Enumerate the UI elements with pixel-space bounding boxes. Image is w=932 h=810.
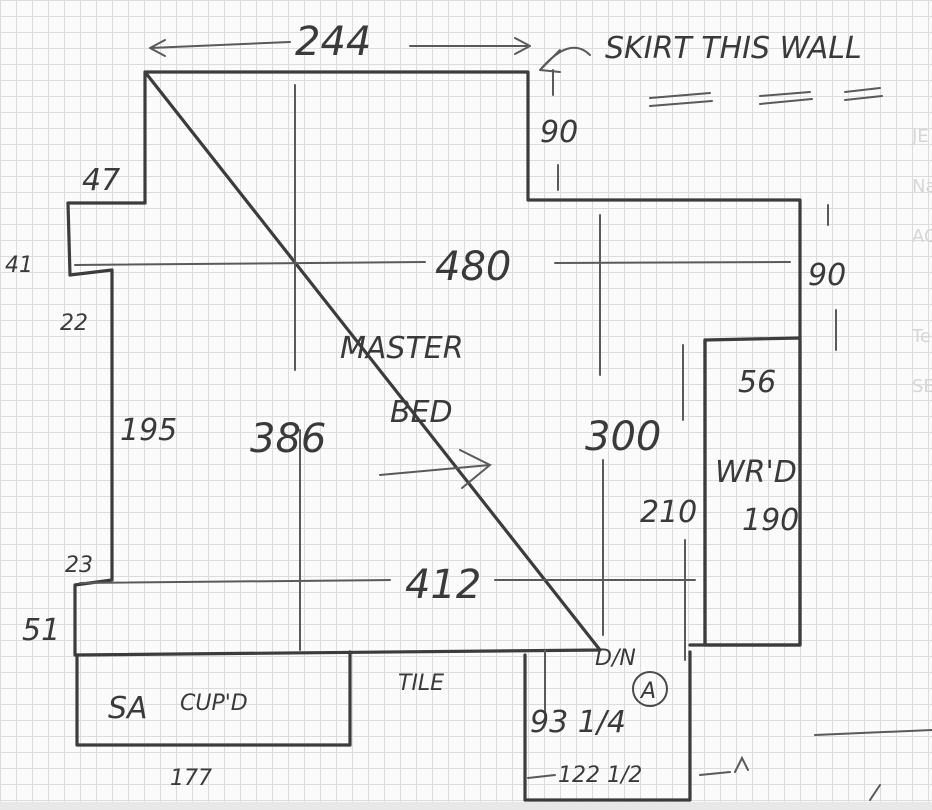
label-cupboard-width-short: SA: [108, 691, 148, 726]
circle-marker-label: A: [639, 679, 656, 704]
label-cupboard: CUP'D: [180, 691, 248, 716]
label-tile: TILE: [398, 671, 444, 696]
dim-notch: [552, 69, 559, 191]
label-room-height: 386: [250, 416, 326, 462]
dim-room-height: [294, 84, 301, 651]
label-left-corner: 23: [65, 553, 93, 578]
dim-main-width: [74, 261, 791, 266]
dim-bottom-width: [79, 579, 696, 584]
label-ensuite: 93 1/4: [530, 705, 626, 740]
label-left-stub: 47: [82, 163, 120, 198]
label-bottom-width: 412: [405, 562, 481, 608]
circle-marker: [632, 671, 668, 707]
label-inner-height: 300: [585, 414, 661, 460]
label-wardrobe: WR'D: [715, 455, 797, 490]
dim-inner-height: [599, 214, 604, 636]
label-left-height: 195: [120, 413, 177, 448]
dim-right-top: [827, 204, 837, 351]
wardrobe-outline: [703, 336, 802, 647]
label-room-name-2: BED: [390, 395, 453, 430]
ghost-letter: Na: [912, 176, 932, 197]
label-left-edge: 41: [5, 253, 33, 278]
label-right-top: 90: [808, 258, 846, 293]
label-ensuite-width: 122 1/2: [558, 763, 642, 788]
label-wardrobe-offset: 210: [640, 495, 697, 530]
ensuite-outline: [523, 650, 692, 802]
label-main-width: 480: [435, 244, 511, 290]
label-cupboard-width: 177: [170, 766, 212, 791]
ghost-letter: Te: [911, 326, 931, 347]
dim-wardrobe-offset: [682, 344, 686, 661]
note-underlines: [649, 87, 883, 107]
label-note: SKIRT THIS WALL: [605, 31, 862, 66]
label-wardrobe-height: 190: [742, 503, 799, 538]
arrow: [379, 449, 492, 489]
label-room-name-1: MASTER: [340, 331, 464, 366]
ghost-letter: AC: [912, 226, 932, 247]
label-notch-height: 90: [540, 115, 578, 150]
page-edge: [0, 802, 932, 810]
label-door: D/N: [595, 646, 636, 671]
ghost-letter: SE: [912, 376, 932, 397]
cupboard-outline: [75, 650, 352, 747]
dim-top: [149, 37, 531, 57]
note-arrow: [539, 46, 591, 73]
label-wardrobe-width: 56: [738, 365, 776, 400]
dim-ensuite: [527, 649, 749, 779]
ghost-letter: JE: [911, 126, 929, 147]
label-top-width: 244: [295, 19, 371, 65]
label-left-bottom: 51: [22, 613, 60, 648]
edge-line: [814, 729, 932, 801]
label-left-small: 22: [60, 311, 88, 336]
